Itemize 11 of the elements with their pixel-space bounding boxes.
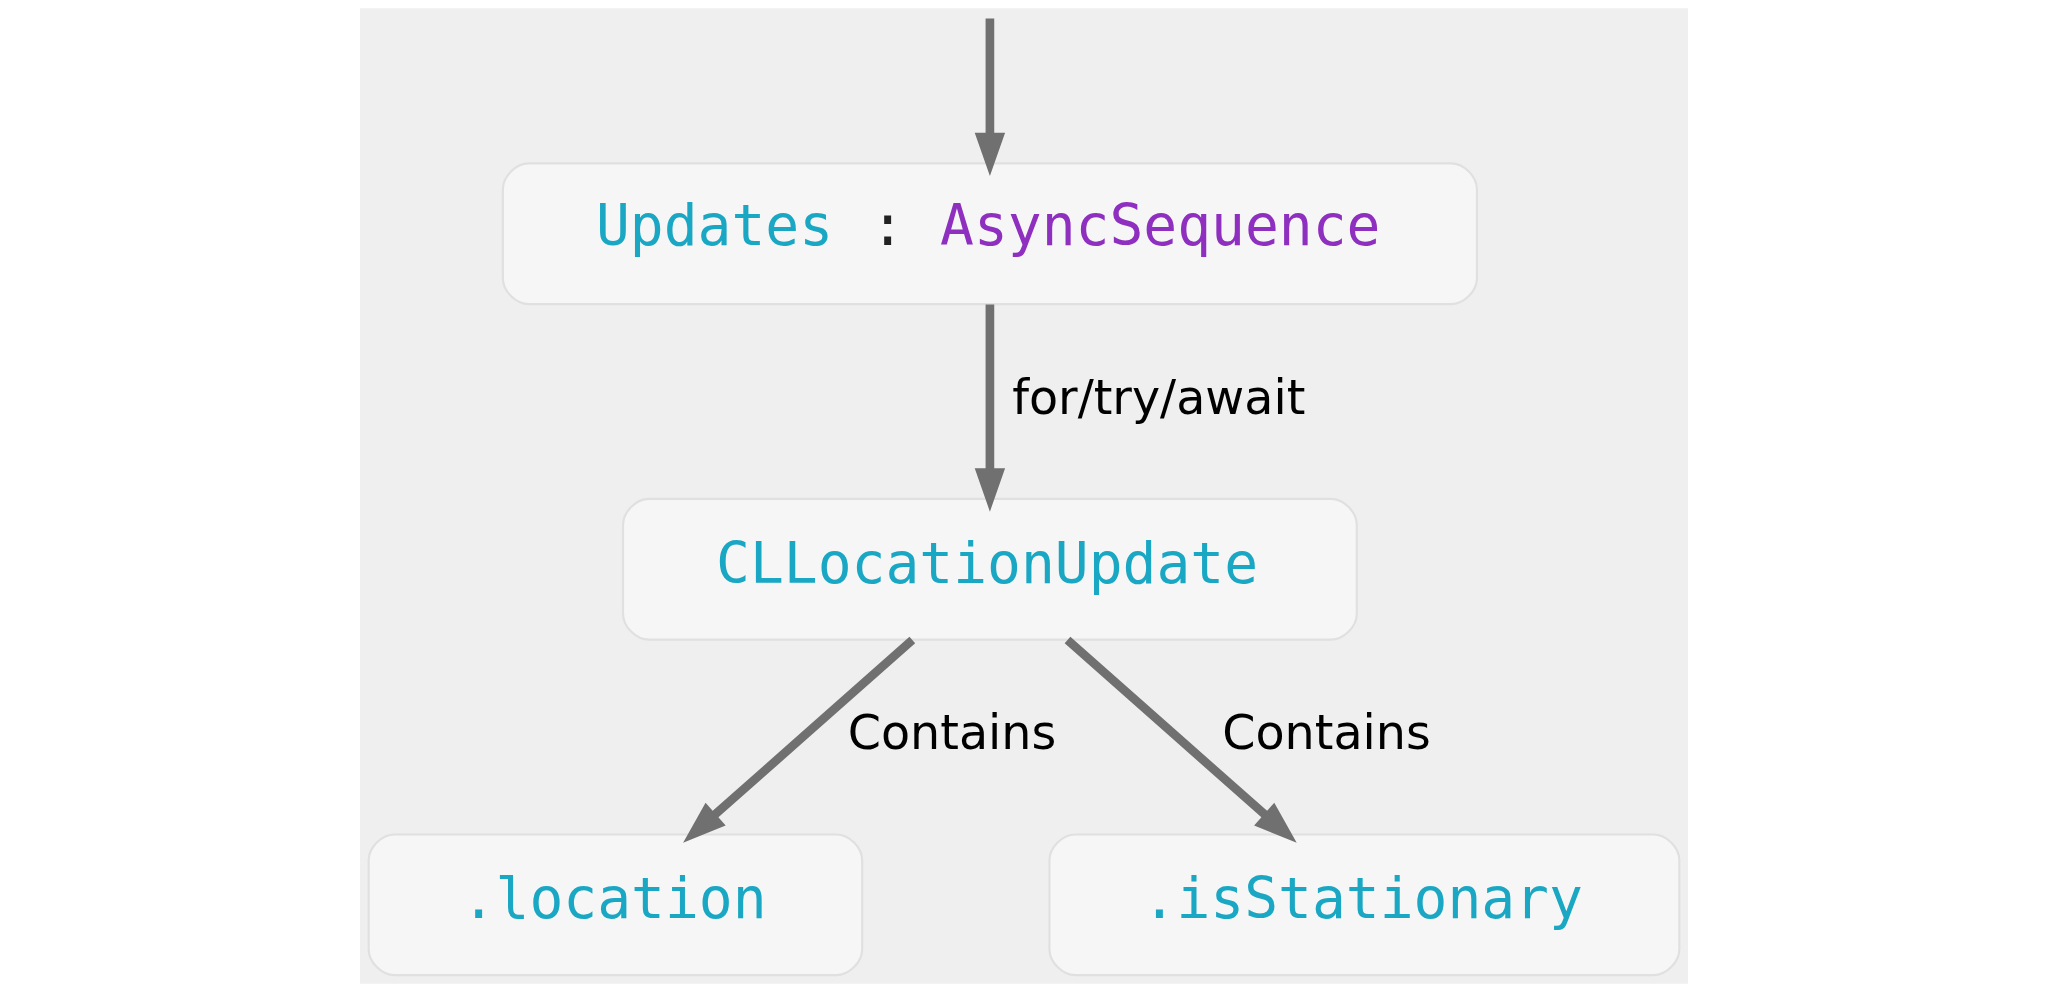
node-box: .isStationary — [1048, 833, 1681, 977]
arrow — [974, 18, 1006, 177]
node-box: CLLocationUpdate — [621, 497, 1358, 641]
edge-label: for/try/await — [1012, 369, 1306, 425]
edge-label: Contains — [847, 705, 1057, 761]
arrow — [1064, 636, 1297, 843]
node-box: Updates : AsyncSequence — [501, 162, 1479, 306]
edge-label: Contains — [1222, 705, 1431, 761]
arrow — [974, 304, 1006, 512]
node-box: .location — [367, 833, 864, 977]
arrow — [683, 636, 916, 843]
